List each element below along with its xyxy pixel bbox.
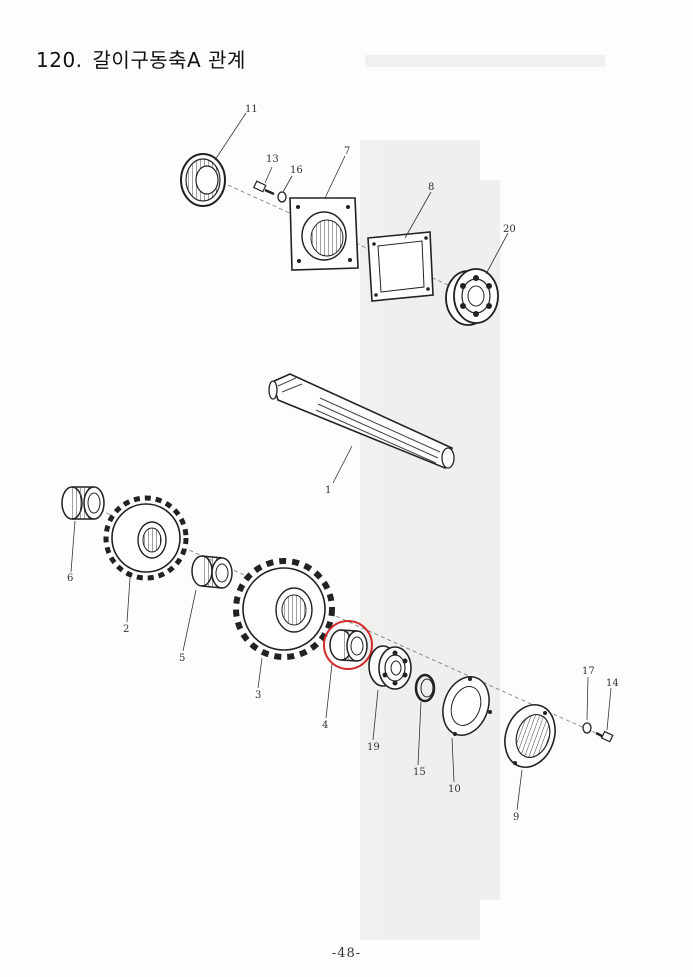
- callout-2: 2: [123, 624, 129, 635]
- callout-19: 19: [367, 742, 380, 753]
- page-title: 120. 갈이구동축A 관계: [36, 44, 246, 73]
- callout-11: 11: [245, 104, 258, 115]
- callout-14: 14: [606, 678, 619, 689]
- part-10-cover-gasket[interactable]: [435, 670, 497, 741]
- highlight-circle: [323, 620, 373, 670]
- callout-1: 1: [325, 485, 331, 496]
- callout-17: 17: [582, 666, 595, 677]
- callout-7: 7: [344, 146, 350, 157]
- callout-15: 15: [413, 767, 426, 778]
- part-5-needle-bearing[interactable]: [191, 555, 233, 589]
- part-16-washer[interactable]: [277, 191, 287, 203]
- section-title: 갈이구동축A 관계: [92, 48, 246, 72]
- page-number: -48-: [331, 946, 362, 961]
- bleed-through-text: [360, 55, 605, 940]
- part-14-bolt[interactable]: [595, 730, 614, 743]
- part-9-bearing-cover[interactable]: [497, 698, 564, 775]
- part-11-oil-seal[interactable]: [180, 153, 226, 207]
- callout-3: 3: [255, 690, 261, 701]
- callout-9: 9: [513, 812, 519, 823]
- callout-13: 13: [266, 154, 279, 165]
- part-3-gear[interactable]: [233, 558, 335, 660]
- callout-leader-lines: [70, 112, 612, 811]
- callout-labels: 11 13 16 7 8 20 1 6 2 5 3 4 19 15 10 9 1…: [67, 104, 619, 823]
- part-17-washer[interactable]: [582, 722, 592, 734]
- part-15-snap-ring[interactable]: [414, 673, 436, 703]
- part-2-gear[interactable]: [103, 495, 189, 581]
- section-number: 120.: [36, 48, 83, 72]
- callout-16: 16: [290, 165, 303, 176]
- callout-20: 20: [503, 224, 516, 235]
- part-7-bearing-plate[interactable]: [289, 197, 359, 271]
- part-1-drive-shaft[interactable]: [268, 373, 455, 470]
- callout-8: 8: [428, 182, 434, 193]
- callout-5: 5: [179, 653, 185, 664]
- callout-4: 4: [322, 720, 328, 731]
- callout-6: 6: [67, 573, 73, 584]
- part-8-gasket[interactable]: [367, 231, 434, 302]
- part-20-ball-bearing[interactable]: [445, 268, 499, 326]
- part-4-needle-bearing[interactable]: [329, 629, 368, 662]
- callout-10: 10: [448, 784, 461, 795]
- part-19-ball-bearing[interactable]: [368, 645, 412, 690]
- part-6-needle-bearing[interactable]: [61, 486, 105, 520]
- part-13-bolt[interactable]: [252, 180, 275, 196]
